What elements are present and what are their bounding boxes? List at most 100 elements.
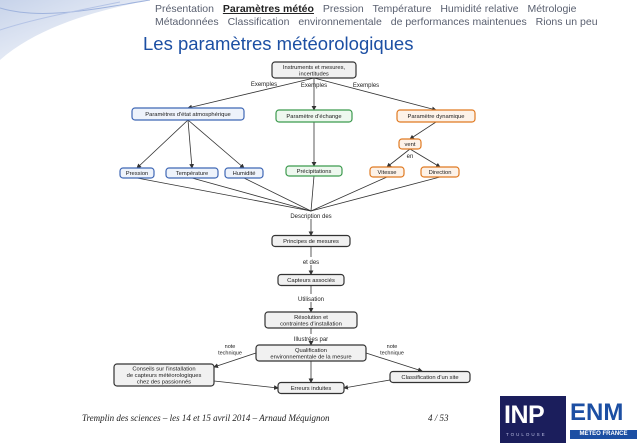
node-box [255,344,367,362]
node-box [389,370,471,384]
page-number: 4 / 53 [428,413,449,423]
edge [213,352,257,369]
inp-logo-text: INP [504,401,545,429]
label-exemples-left: Exemples [251,82,277,88]
enm-logo-text: ENM [570,399,624,426]
label-note-technique-right: technique [380,351,404,357]
node-box [131,107,245,121]
slide-footer: Tremplin des sciences – les 14 et 15 avr… [82,413,330,423]
nav-item-parametres-meteo[interactable]: Paramètres météo [222,3,314,15]
node-label: Vitesse [378,170,397,176]
nav-item-humidite-relative[interactable]: Humidité relative [440,3,519,15]
node-label: Paramètre d'échange [286,114,341,120]
edge [409,148,441,168]
nav-item-classification[interactable]: Classification [227,16,290,28]
edge [187,119,195,169]
label-note-technique-left: technique [218,351,242,357]
enm-logo-subtext: MÉTÉO FRANCE [570,430,637,439]
node-label: Conseils sur l'installation [132,367,195,373]
node-label: Paramètre dynamique [407,114,464,120]
label-note-technique-right: note [387,344,398,350]
node-label: Principes de mesures [283,239,339,245]
nav-item-metadonnees[interactable]: Métadonnées [155,16,219,28]
node-box [271,61,357,79]
inp-toulouse-logo: INP TOULOUSE [500,396,566,443]
node-label: Température [176,171,209,177]
node-principes: Principes de mesures [271,234,351,248]
edge [310,176,441,212]
enm-logo: ENM MÉTÉO FRANCE [567,396,640,443]
node-box [396,109,476,123]
node-label: Direction [429,170,452,176]
label-note-technique-left: note [225,344,236,350]
node-label: Paramètres d'état atmosphérique [145,112,231,118]
edge [191,177,312,212]
nav-item-metrologie[interactable]: Métrologie [527,3,577,15]
inp-logo-subtext: TOULOUSE [506,432,547,437]
node-classification: Classification d'un site [389,370,471,384]
edges [136,77,441,390]
node-label: environnementale de la mesure [270,354,351,360]
node-instruments: Instruments et mesures,incertitudes [271,61,357,79]
edge [243,177,312,212]
node-box [277,273,345,287]
node-label: Classification d'un site [401,375,458,381]
node-box [224,167,264,179]
node-vent: vent [398,138,422,150]
node-label: Instruments et mesures, [283,65,346,71]
node-label: chez des passionnés [137,380,191,386]
node-box [285,165,343,177]
node-box [264,311,358,329]
node-temperature: Température [165,167,219,179]
edge [365,352,423,373]
node-box [398,138,422,150]
node-label: Précipitations [297,169,332,175]
node-erreurs: Erreurs induites [277,381,345,395]
node-label: Résolution et [294,315,328,321]
node-precipitations: Précipitations [285,165,343,177]
node-box [277,381,345,395]
label-et-des: et des [303,260,319,266]
node-direction: Direction [420,166,460,178]
label-utilisation: Utilisation [298,297,324,303]
nav-item-rions[interactable]: Rions un peu [535,16,598,28]
nav-item-presentation[interactable]: Présentation [155,3,214,15]
edge [213,380,279,390]
node-box [275,109,353,123]
nav-item-environnementale[interactable]: environnementale [298,16,382,28]
edge [136,177,312,212]
node-box [165,167,219,179]
node-label: Pression [126,171,149,177]
node-label: vent [405,142,416,148]
node-dynamique: Paramètre dynamique [396,109,476,123]
edge [386,148,411,168]
label-illustrees-par: Illustrées par [294,337,328,343]
edge [187,77,315,110]
nav-item-temperature[interactable]: Température [372,3,432,15]
slide-title: Les paramètres météorologiques [143,33,414,54]
node-etat: Paramètres d'état atmosphérique [131,107,245,121]
node-vitesse: Vitesse [369,166,405,178]
nav-item-pression[interactable]: Pression [322,3,364,15]
node-box [119,167,155,179]
edge [313,77,437,112]
nodes: Instruments et mesures,incertitudesParam… [113,61,476,395]
corner-decoration [0,0,150,60]
nav-item-performances[interactable]: de performances maintenues [390,16,527,28]
node-label: Erreurs induites [291,386,332,392]
label-en: en [407,154,414,160]
top-navigation: Présentation Paramètres météo Pression T… [155,3,635,29]
node-label: Capteurs associés [287,278,335,284]
label-description-des: Description des [290,214,331,220]
node-box [113,363,215,387]
node-box [271,234,351,248]
edge [409,121,437,140]
node-humidite: Humidité [224,167,264,179]
node-box [420,166,460,178]
edge [310,176,388,212]
